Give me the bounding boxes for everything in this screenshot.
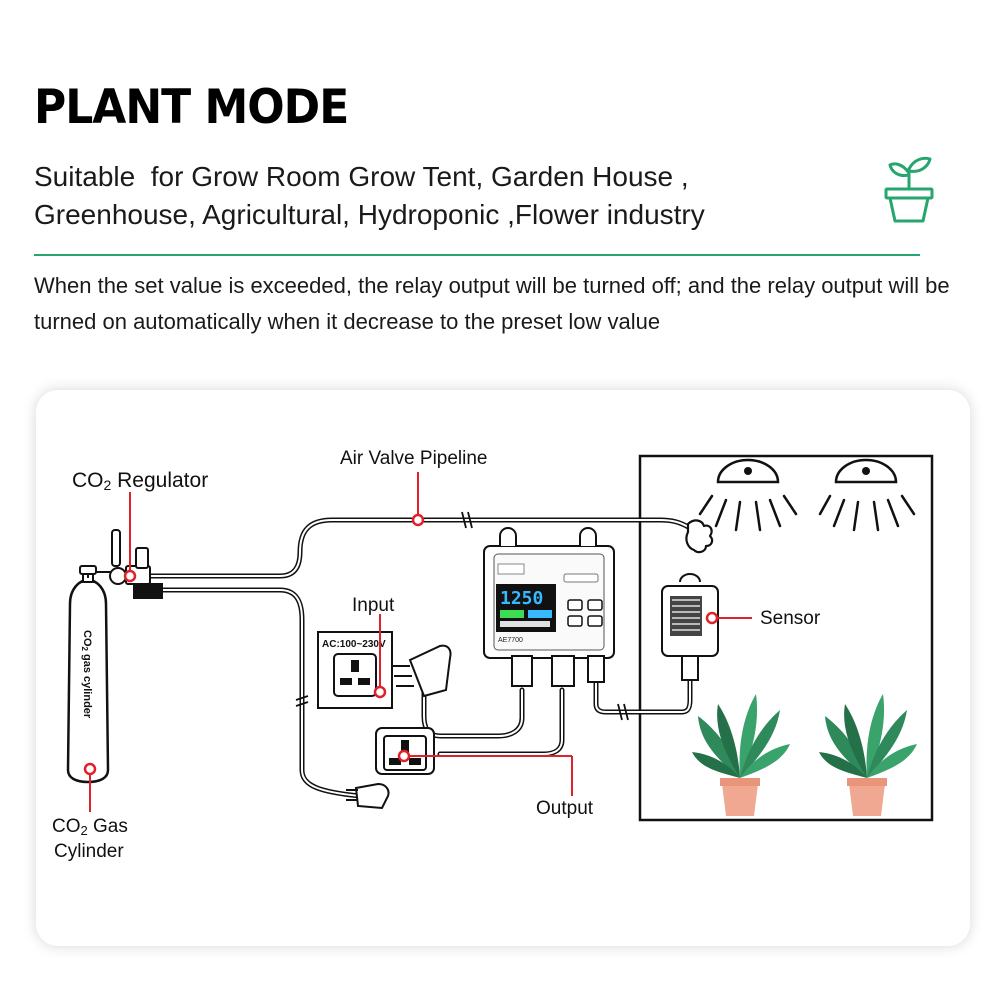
suitable-text: Suitable for Grow Room Grow Tent, Garden…	[34, 158, 854, 234]
input-plug	[392, 644, 452, 698]
suitable-line-1: Suitable for Grow Room Grow Tent, Garden…	[34, 161, 689, 192]
suitable-line-2: Greenhouse, Agricultural, Hydroponic ,Fl…	[34, 199, 705, 230]
label-output: Output	[536, 798, 594, 819]
label-cylinder: Cylinder	[54, 841, 124, 862]
marker-regulator	[123, 569, 137, 583]
label-input: Input	[352, 595, 395, 616]
label-co2-gas: CO2 Gas	[52, 816, 128, 838]
marker-output	[397, 749, 411, 763]
svg-text:AC:100~230V: AC:100~230V	[322, 639, 386, 650]
label-sensor: Sensor	[760, 608, 821, 629]
grow-light-icon	[698, 458, 798, 532]
header-divider	[34, 254, 920, 256]
relay-description: When the set value is exceeded, the rela…	[34, 273, 950, 334]
plant-pot-icon	[884, 156, 934, 223]
solenoid-plug	[346, 782, 390, 810]
marker-pipeline	[411, 513, 425, 527]
label-co2-regulator: CO2 Regulator	[72, 469, 208, 493]
grow-light-icon	[818, 458, 916, 532]
marker-sensor	[705, 611, 719, 625]
co2-controller: 1250 AE7700	[483, 527, 615, 687]
page-title: PLANT MODE	[34, 80, 349, 136]
svg-text:1250: 1250	[500, 588, 543, 609]
plant-left	[692, 694, 790, 816]
marker-input	[373, 685, 387, 699]
svg-text:CO2 gas cylinder: CO2 gas cylinder	[80, 630, 93, 719]
marker-cylinder	[83, 762, 97, 776]
svg-text:AE7700: AE7700	[498, 637, 523, 644]
plant-right	[819, 694, 917, 816]
co2-gas-cylinder: CO2 gas cylinder	[66, 569, 110, 784]
co2-sensor	[661, 573, 719, 681]
mist-hand-icon	[685, 519, 714, 554]
label-air-valve-pipeline: Air Valve Pipeline	[340, 448, 488, 469]
